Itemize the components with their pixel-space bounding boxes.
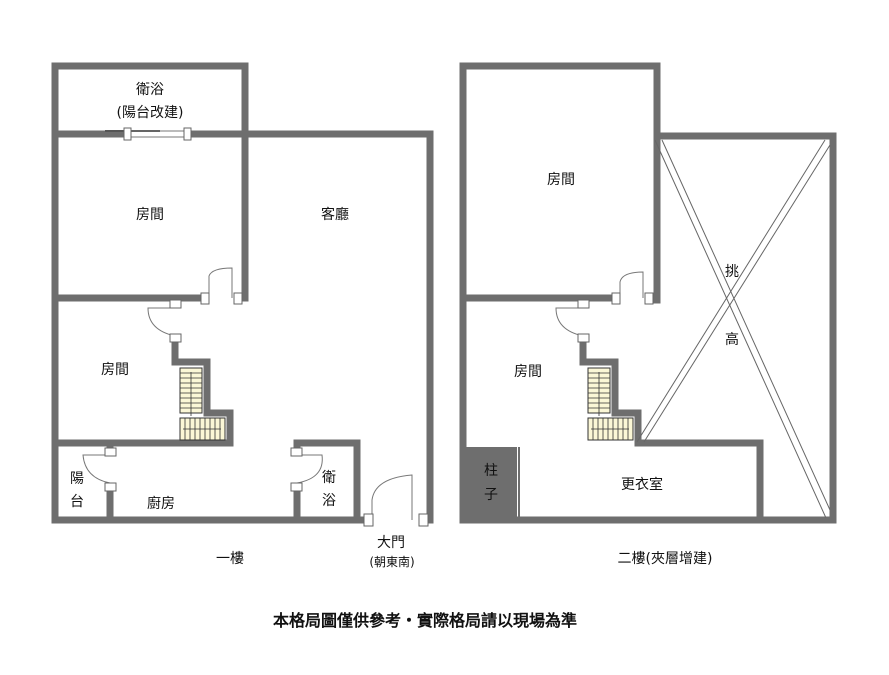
door-swing bbox=[208, 267, 233, 298]
floor2-title: 二樓(夾層增建) bbox=[618, 551, 713, 567]
door-jamb bbox=[290, 447, 303, 457]
room-label-closet: 更衣室 bbox=[621, 476, 663, 493]
room-label-balcony: 台 bbox=[70, 494, 84, 510]
floor1-title: 一樓 bbox=[216, 551, 244, 567]
staircase bbox=[179, 367, 226, 441]
void-label: 高 bbox=[725, 331, 739, 348]
door-jamb bbox=[169, 299, 182, 309]
room-label-kitchen: 廚房 bbox=[147, 495, 175, 512]
staircase bbox=[587, 367, 634, 441]
door-swing bbox=[82, 454, 111, 484]
door-jamb bbox=[200, 292, 210, 305]
room-label-bath: 衛 bbox=[322, 470, 336, 486]
door-jamb bbox=[363, 513, 374, 527]
room-label-living: 客廳 bbox=[321, 206, 349, 223]
door-jamb bbox=[233, 292, 243, 305]
door-jamb bbox=[123, 127, 132, 141]
pillar-label: 子 bbox=[484, 487, 498, 503]
void-label: 挑 bbox=[725, 264, 739, 280]
disclaimer-caption: 本格局圖僅供參考・實際格局請以現場為準 bbox=[273, 611, 577, 630]
room-label-bath: 浴 bbox=[322, 493, 336, 509]
door-jamb bbox=[644, 292, 654, 305]
main-door-swing[interactable] bbox=[371, 474, 413, 520]
room-label-room: 房間 bbox=[101, 362, 129, 378]
door-jamb bbox=[290, 482, 303, 492]
void-cross-hatch bbox=[636, 139, 831, 519]
wall bbox=[293, 439, 361, 524]
main-door-direction: (朝東南) bbox=[369, 554, 414, 569]
wall bbox=[459, 62, 837, 524]
door-swing bbox=[555, 307, 584, 337]
room-label-room: 房間 bbox=[547, 172, 575, 188]
door-jamb bbox=[104, 482, 117, 492]
room-label-balcony: 陽 bbox=[70, 471, 84, 487]
door-swing bbox=[296, 454, 323, 484]
floor1-plan: 衛浴 (陽台改建) 房間 客廳 房間 陽 台 廚房 衛 浴 大門 (朝東南) 一… bbox=[51, 62, 434, 569]
door-jamb bbox=[611, 292, 621, 305]
door-jamb bbox=[169, 333, 182, 343]
door-jamb bbox=[418, 513, 429, 527]
door-swing bbox=[147, 307, 176, 337]
room-label-room: 房間 bbox=[136, 207, 164, 223]
room-label-room: 房間 bbox=[514, 364, 542, 380]
main-door-label: 大門 bbox=[377, 535, 405, 551]
door-swing bbox=[619, 271, 644, 298]
door-jamb bbox=[577, 299, 590, 309]
floor2-plan: 房間 房間 挑 高 柱 子 更衣室 二樓(夾層增建) bbox=[459, 62, 837, 567]
pillar bbox=[463, 447, 517, 519]
pillar-label: 柱 bbox=[484, 463, 498, 479]
door-jamb bbox=[577, 333, 590, 343]
wall bbox=[51, 62, 249, 524]
door-jamb bbox=[104, 447, 117, 457]
door-jamb bbox=[183, 127, 192, 141]
room-label-bath-top: 衛浴 bbox=[136, 82, 164, 98]
room-label-bath-top-note: (陽台改建) bbox=[117, 105, 184, 121]
